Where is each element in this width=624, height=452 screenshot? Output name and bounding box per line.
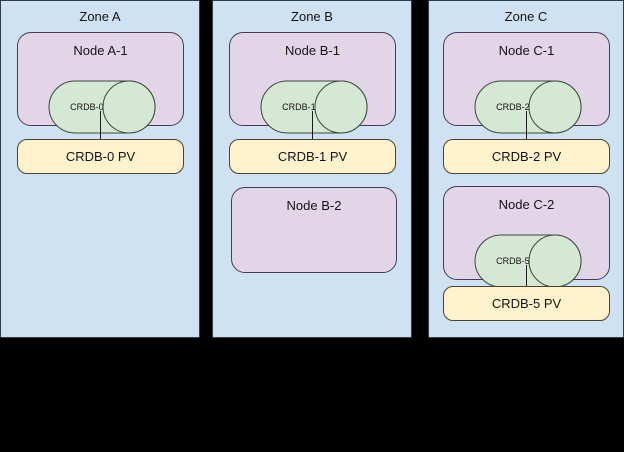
node-b-2-title: Node B-2 [286, 198, 342, 213]
node-box-b-2: Node B-2 [231, 187, 397, 273]
pv-label-crdb-0: CRDB-0 PV [65, 148, 136, 164]
node-box-c-1: Node C-1 CRDB-2 [443, 32, 610, 134]
database-cylinder-icon [260, 80, 368, 134]
database-cylinder-icon [474, 80, 582, 134]
node-c-2-title: Node C-2 [498, 197, 555, 212]
database-label-crdb-5: CRDB-5 [496, 256, 530, 266]
database-cylinder-crdb-1: CRDB-1 [260, 80, 368, 134]
pv-box-crdb-0: CRDB-0 PV [17, 139, 184, 174]
node-b-1-title: Node B-1 [285, 43, 340, 58]
node-box-a-1: Node A-1 CRDB-0 [17, 32, 184, 134]
node-box-c-2: Node C-2 CRDB-5 [443, 186, 610, 288]
pv-label-crdb-2: CRDB-2 PV [491, 148, 562, 164]
pv-box-crdb-1: CRDB-1 PV [229, 139, 396, 174]
zone-b-title: Zone B [291, 9, 333, 24]
pv-box-crdb-5: CRDB-5 PV [443, 286, 610, 321]
database-cylinder-icon [474, 234, 582, 288]
zone-c-title: Zone C [504, 9, 548, 24]
zone-panel-c: Zone C Node C-1 CRDB-2 CRDB-2 PV Node C-… [428, 0, 624, 338]
node-c-1-title: Node C-1 [498, 43, 555, 58]
node-a-1-title: Node A-1 [73, 43, 128, 58]
database-label-crdb-0: CRDB-0 [70, 102, 104, 112]
connector-node-c-2-to-pv [526, 265, 527, 293]
database-cylinder-crdb-2: CRDB-2 [474, 80, 582, 134]
node-box-b-1: Node B-1 CRDB-1 [229, 32, 396, 134]
connector-node-b-1-to-pv [312, 111, 313, 139]
pv-label-crdb-1: CRDB-1 PV [277, 148, 348, 164]
connector-node-c-1-to-pv [526, 111, 527, 139]
database-cylinder-icon [48, 80, 156, 134]
zone-panel-b: Zone B Node B-1 CRDB-1 CRDB-1 PV Node B-… [212, 0, 412, 338]
database-label-crdb-1: CRDB-1 [282, 102, 316, 112]
connector-node-a-1-to-pv [100, 111, 101, 139]
pv-box-crdb-2: CRDB-2 PV [443, 139, 610, 174]
zone-panel-a: Zone A Node A-1 CRDB-0 CRDB-0 PV [0, 0, 200, 338]
zone-a-title: Zone A [79, 9, 121, 24]
database-cylinder-crdb-5: CRDB-5 [474, 234, 582, 288]
database-label-crdb-2: CRDB-2 [496, 102, 530, 112]
database-cylinder-crdb-0: CRDB-0 [48, 80, 156, 134]
pv-label-crdb-5: CRDB-5 PV [491, 295, 562, 311]
